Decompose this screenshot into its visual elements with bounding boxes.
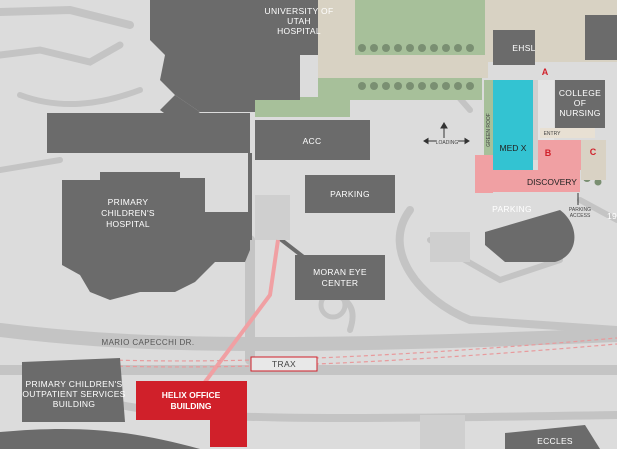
- moran-eye-label: MORAN EYE CENTER: [313, 267, 367, 288]
- discovery-building[interactable]: [475, 170, 580, 192]
- svg-text:UTAH: UTAH: [287, 16, 311, 26]
- svg-text:HOSPITAL: HOSPITAL: [106, 219, 150, 229]
- svg-text:COLLEGE: COLLEGE: [559, 88, 601, 98]
- trax-label: TRAX: [272, 359, 296, 369]
- curved-building: [485, 210, 575, 262]
- ehsl-label: EHSL: [512, 43, 535, 53]
- zone-c-area: [581, 140, 606, 180]
- svg-text:CHILDREN'S: CHILDREN'S: [101, 208, 155, 218]
- helix-office-building[interactable]: [136, 381, 247, 447]
- svg-text:MORAN EYE: MORAN EYE: [313, 267, 367, 277]
- entry-label: ENTRY: [544, 131, 562, 137]
- helix-label: HELIX OFFICE BUILDING: [162, 390, 221, 411]
- mario-capecchi-label: MARIO CAPECCHI DR.: [102, 338, 195, 347]
- svg-text:PRIMARY CHILDREN'S: PRIMARY CHILDREN'S: [26, 379, 123, 389]
- zone-a-label: A: [542, 67, 549, 77]
- svg-text:OF: OF: [574, 98, 586, 108]
- svg-text:HELIX OFFICE: HELIX OFFICE: [162, 390, 221, 400]
- primary-childrens-label: PRIMARY CHILDREN'S HOSPITAL: [101, 197, 155, 229]
- acc-label: ACC: [303, 136, 322, 146]
- university-hospital-label: UNIVERSITY OF UTAH HOSPITAL: [265, 6, 334, 36]
- tree-rows: [358, 44, 602, 186]
- svg-text:UNIVERSITY OF: UNIVERSITY OF: [265, 6, 334, 16]
- zone-b-label: B: [545, 148, 552, 158]
- acc-west-wing: [47, 113, 250, 153]
- edge-number-label: 19: [607, 211, 617, 221]
- college-of-nursing-building[interactable]: [555, 80, 605, 128]
- east-building-north: [585, 15, 617, 60]
- walking-route: [203, 239, 280, 384]
- svg-text:BUILDING: BUILDING: [170, 401, 211, 411]
- medx-building[interactable]: [493, 80, 533, 186]
- svg-text:BUILDING: BUILDING: [53, 399, 96, 409]
- connector-block: [255, 195, 290, 240]
- moran-eye-center-building[interactable]: [295, 255, 385, 300]
- college-nursing-label: COLLEGE OF NURSING: [559, 88, 601, 118]
- south-building: [0, 428, 200, 449]
- entry-area: [540, 128, 595, 138]
- svg-text:HOSPITAL: HOSPITAL: [277, 26, 321, 36]
- svg-text:NURSING: NURSING: [559, 108, 600, 118]
- eccles-building[interactable]: [505, 425, 600, 449]
- ehsl-building[interactable]: [493, 30, 535, 65]
- green-roof-label: GREEN ROOF: [486, 113, 492, 147]
- medx-label: MED X: [500, 143, 527, 153]
- primary-childrens-hospital-building: [62, 172, 250, 300]
- zone-b-area: [538, 140, 581, 170]
- trax-line: [111, 337, 617, 368]
- parking-upper-label: PARKING: [330, 189, 370, 199]
- trax-station[interactable]: [250, 356, 318, 372]
- svg-text:ACCESS: ACCESS: [570, 213, 591, 219]
- green-lawn-acc: [255, 97, 350, 117]
- south-east-structure: [420, 415, 465, 449]
- zone-c-label: C: [590, 147, 597, 157]
- eccles-label: ECCLES: [537, 436, 573, 446]
- svg-text:PARKING: PARKING: [569, 207, 591, 213]
- medx-annex: [538, 80, 554, 140]
- loading-arrows: [423, 122, 470, 145]
- outpatient-services-building[interactable]: [22, 358, 125, 422]
- svg-text:OUTPATIENT SERVICES: OUTPATIENT SERVICES: [22, 389, 125, 399]
- acc-building[interactable]: [255, 120, 370, 160]
- outpatient-label: PRIMARY CHILDREN'S OUTPATIENT SERVICES B…: [22, 379, 125, 409]
- small-structure: [430, 232, 470, 262]
- parking-structure[interactable]: [305, 175, 395, 213]
- parking-lower-label: PARKING: [492, 204, 532, 214]
- svg-text:PRIMARY: PRIMARY: [108, 197, 149, 207]
- loading-label: LOADING: [436, 140, 459, 146]
- parking-access-label: PARKING ACCESS: [569, 207, 591, 219]
- discovery-label: DISCOVERY: [527, 177, 577, 187]
- svg-text:CENTER: CENTER: [322, 278, 359, 288]
